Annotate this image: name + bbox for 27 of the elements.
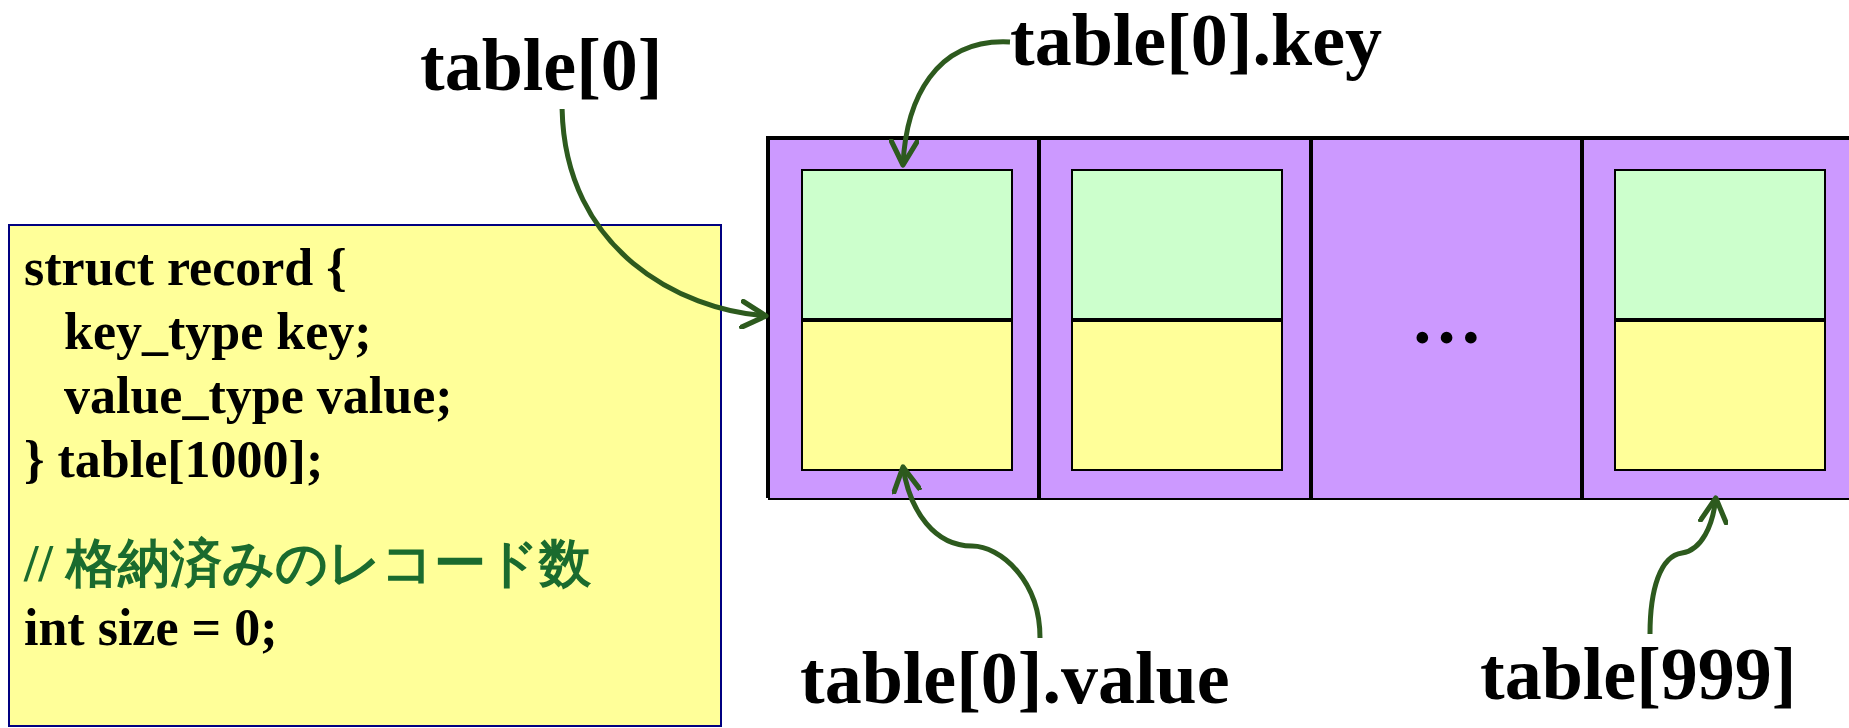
leader-arrow bbox=[892, 464, 1043, 639]
code-line: struct record { bbox=[24, 238, 347, 298]
code-comment: // 格納済みのレコード数 bbox=[24, 534, 591, 594]
callout-label: table[999] bbox=[1480, 634, 1797, 718]
code-line: } table[1000]; bbox=[24, 430, 324, 490]
key-slot bbox=[1071, 169, 1283, 320]
value-slot bbox=[1071, 320, 1283, 471]
callout-label: table[0] bbox=[420, 25, 663, 109]
code-panel bbox=[8, 224, 722, 727]
key-slot bbox=[801, 169, 1013, 320]
array-cell bbox=[1311, 138, 1582, 500]
array-cell bbox=[1039, 138, 1311, 500]
value-slot bbox=[801, 320, 1013, 471]
array-cell bbox=[768, 138, 1039, 500]
leader-arrow bbox=[559, 108, 769, 329]
key-slot bbox=[1614, 169, 1826, 320]
callout-label: table[0].key bbox=[1010, 0, 1382, 84]
ellipsis-text: … bbox=[1410, 279, 1483, 359]
array-cell bbox=[1582, 138, 1849, 500]
code-line: int size = 0; bbox=[24, 598, 278, 658]
callout-label: table[0].value bbox=[800, 638, 1230, 722]
code-line: value_type value; bbox=[64, 366, 453, 426]
array-box bbox=[766, 136, 1849, 498]
leader-arrow bbox=[1647, 495, 1729, 635]
value-slot bbox=[1614, 320, 1826, 471]
leader-arrow bbox=[889, 39, 1011, 168]
code-line: key_type key; bbox=[64, 302, 372, 362]
